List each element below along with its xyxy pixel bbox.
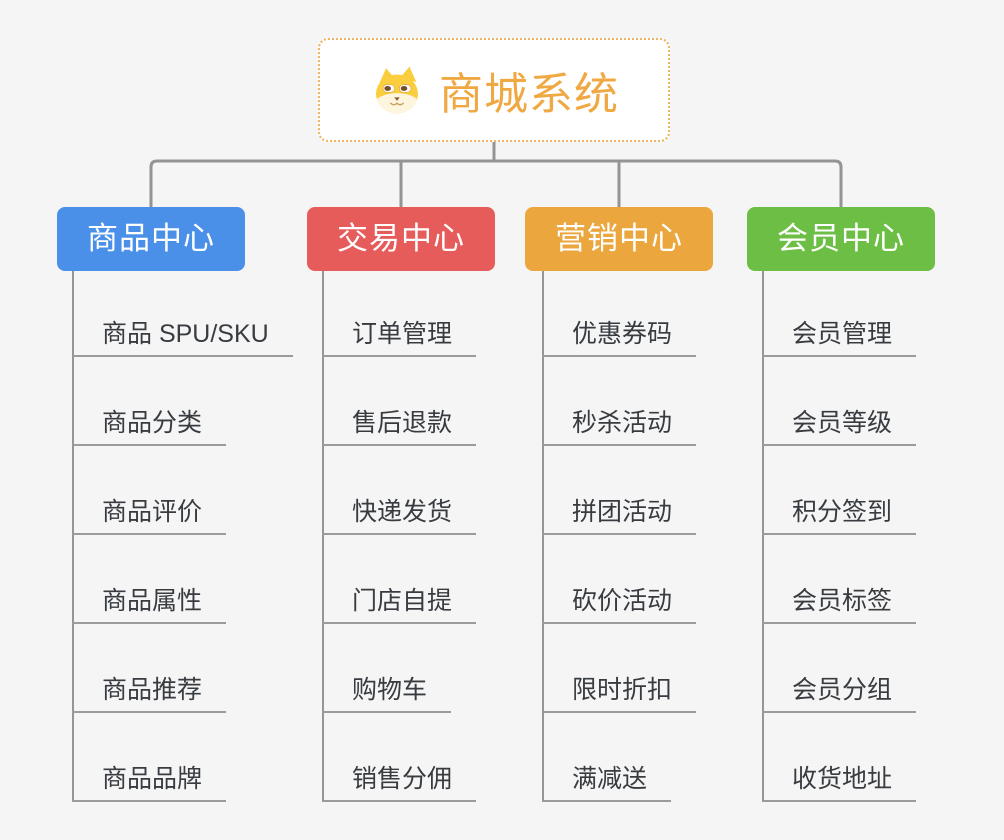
leaf-node[interactable]: 商品属性	[72, 580, 227, 624]
leaf-node[interactable]: 商品评价	[72, 491, 227, 535]
leaf-node[interactable]: 商品分类	[72, 402, 227, 446]
branch-node-marketing-center[interactable]: 营销中心	[525, 207, 713, 271]
leaf-node[interactable]: 商品 SPU/SKU	[72, 313, 293, 357]
leaf-node[interactable]: 拼团活动	[542, 491, 697, 535]
leaf-node[interactable]: 满减送	[542, 758, 672, 802]
root-node[interactable]: 商城系统	[318, 38, 670, 142]
dog-face-icon	[369, 65, 425, 115]
leaf-node[interactable]: 售后退款	[322, 402, 477, 446]
branch-children-marketing-center: 优惠券码 秒杀活动 拼团活动 砍价活动 限时折扣 满减送	[542, 271, 792, 802]
leaf-node[interactable]: 购物车	[322, 669, 452, 713]
branch-children-member-center: 会员管理 会员等级 积分签到 会员标签 会员分组 收货地址	[762, 271, 1004, 802]
leaf-node[interactable]: 限时折扣	[542, 669, 697, 713]
leaf-node[interactable]: 快递发货	[322, 491, 477, 535]
branch-children-trade-center: 订单管理 售后退款 快递发货 门店自提 购物车 销售分佣	[322, 271, 572, 802]
branch-children-product-center: 商品 SPU/SKU 商品分类 商品评价 商品属性 商品推荐 商品品牌	[72, 271, 322, 802]
leaf-node[interactable]: 秒杀活动	[542, 402, 697, 446]
leaf-node[interactable]: 会员等级	[762, 402, 917, 446]
branch-node-member-center[interactable]: 会员中心	[747, 207, 935, 271]
leaf-node[interactable]: 砍价活动	[542, 580, 697, 624]
leaf-node[interactable]: 优惠券码	[542, 313, 697, 357]
leaf-node[interactable]: 商品推荐	[72, 669, 227, 713]
leaf-node[interactable]: 商品品牌	[72, 758, 227, 802]
leaf-node[interactable]: 会员标签	[762, 580, 917, 624]
leaf-node[interactable]: 订单管理	[322, 313, 477, 357]
leaf-node[interactable]: 会员管理	[762, 313, 917, 357]
leaf-node[interactable]: 收货地址	[762, 758, 917, 802]
leaf-node[interactable]: 积分签到	[762, 491, 917, 535]
branch-node-product-center[interactable]: 商品中心	[57, 207, 245, 271]
leaf-node[interactable]: 销售分佣	[322, 758, 477, 802]
leaf-node[interactable]: 门店自提	[322, 580, 477, 624]
root-node-label: 商城系统	[439, 70, 619, 119]
branch-node-trade-center[interactable]: 交易中心	[307, 207, 495, 271]
leaf-node[interactable]: 会员分组	[762, 669, 917, 713]
